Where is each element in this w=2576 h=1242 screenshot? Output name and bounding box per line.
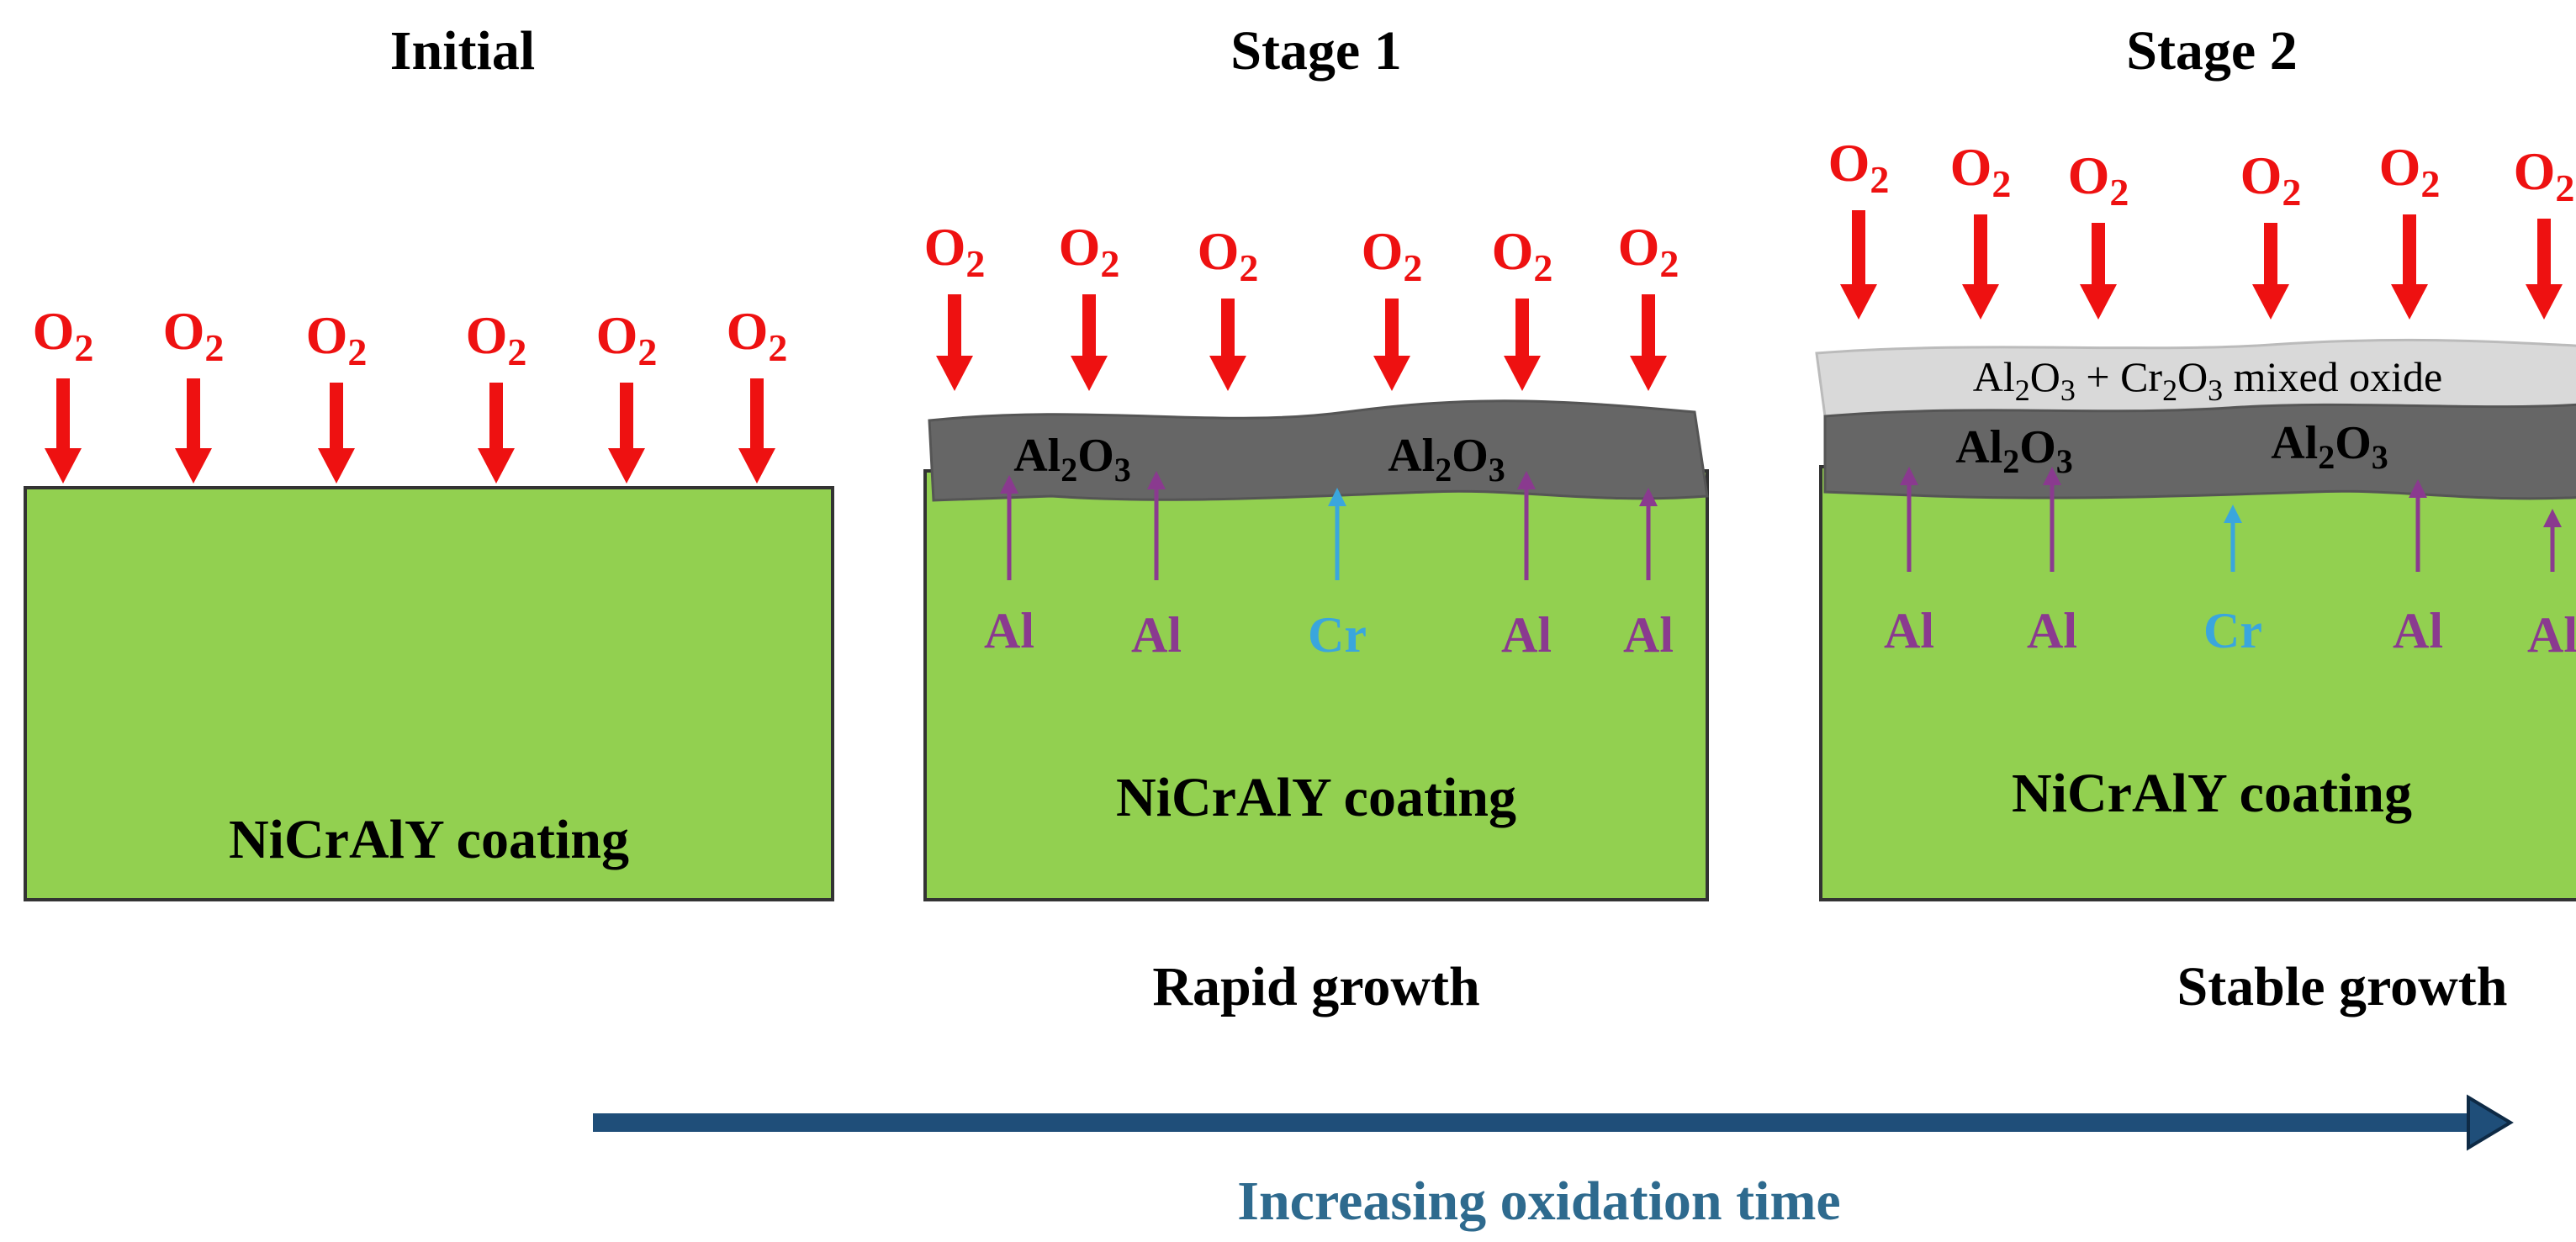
o2-label: O2 [1059, 217, 1120, 285]
o2-label: O2 [727, 301, 788, 369]
al2o3-label-stage1-right: Al2O3 [1388, 430, 1505, 489]
cr-diffusion-arrowhead [2224, 505, 2242, 523]
mixed-oxide-label: Al2O3 + Cr2O3 mixed oxide [1973, 353, 2442, 407]
o2-label: O2 [306, 305, 368, 373]
cr-element-label: Cr [1308, 607, 1367, 663]
al-diffusion-arrowhead [2043, 467, 2061, 485]
caption-rapid-growth: Rapid growth [1152, 956, 1479, 1017]
o2-down-arrow [608, 383, 645, 484]
o2-down-arrow [1373, 299, 1410, 391]
al-element-label: Al [2527, 607, 2576, 663]
o2-down-arrow [1504, 299, 1541, 391]
al-diffusion-arrowhead [2409, 479, 2427, 498]
time-axis-arrowhead [2467, 1094, 2514, 1151]
cr-element-label: Cr [2203, 603, 2262, 658]
al2o3-label-stage2-right: Al2O3 [2271, 417, 2388, 476]
o2-label: O2 [2379, 137, 2441, 205]
o2-down-arrow [936, 294, 973, 391]
o2-label: O2 [1618, 217, 1679, 285]
al-diffusion-arrowhead [1000, 475, 1018, 494]
caption-stable-growth: Stable growth [2177, 956, 2508, 1017]
title-initial: Initial [390, 20, 535, 82]
time-axis-label: Increasing oxidation time [1237, 1171, 1840, 1232]
o2-down-arrow [45, 378, 82, 484]
o2-label: O2 [2514, 141, 2575, 209]
o2-down-arrow [2391, 214, 2428, 320]
al-element-label: Al [984, 603, 1034, 658]
cr-diffusion-arrowhead [1328, 488, 1346, 506]
al2o3-layer-stage2 [1823, 403, 2576, 500]
o2-down-arrow [1840, 210, 1877, 320]
o2-down-arrow [478, 383, 515, 484]
o2-down-arrow [2252, 223, 2289, 320]
coating-label-stage1: NiCrAlY coating [1116, 767, 1516, 828]
o2-label: O2 [163, 301, 225, 369]
o2-label: O2 [1828, 133, 1890, 201]
diffusion-arrows: Al Al Cr Al Al Al Al Cr Al Al [984, 467, 2576, 663]
o2-down-arrow [1209, 299, 1246, 391]
o2-down-arrow [1630, 294, 1667, 391]
o2-label: O2 [2068, 145, 2129, 214]
o2-label: O2 [466, 305, 527, 373]
al-diffusion-arrowhead [1517, 471, 1536, 489]
o2-label: O2 [1950, 137, 2012, 205]
al-element-label: Al [1884, 603, 1934, 658]
al-diffusion-arrowhead [1900, 467, 1918, 485]
coating-block-stage1 [923, 469, 1709, 901]
o2-down-arrow [175, 378, 212, 484]
al-diffusion-arrowhead [2543, 509, 2562, 527]
o2-label: O2 [1362, 221, 1423, 289]
o2-label: O2 [596, 305, 658, 373]
o2-label: O2 [1492, 221, 1553, 289]
al-element-label: Al [2393, 603, 2443, 658]
o2-down-arrow [318, 383, 355, 484]
al2o3-layer-stage1 [928, 399, 1709, 502]
title-stage1: Stage 1 [1230, 20, 1401, 82]
o2-label: O2 [1198, 221, 1259, 289]
coating-label-stage2: NiCrAlY coating [2012, 763, 2412, 824]
o2-label: O2 [2240, 145, 2302, 214]
al-element-label: Al [1131, 607, 1182, 663]
title-stage2: Stage 2 [2126, 20, 2297, 82]
coating-label-initial: NiCrAlY coating [229, 809, 629, 870]
o2-label: O2 [33, 301, 94, 369]
o2-down-arrow [1071, 294, 1108, 391]
o2-down-arrow [738, 378, 775, 484]
al-element-label: Al [1623, 607, 1674, 663]
al-element-label: Al [1501, 607, 1552, 663]
coating-block-stage2 [1819, 465, 2576, 901]
o2-down-arrow [1962, 214, 1999, 320]
al2o3-label-stage1-left: Al2O3 [1013, 430, 1131, 489]
al-diffusion-arrowhead [1147, 471, 1166, 489]
al-element-label: Al [2027, 603, 2077, 658]
coating-block-initial [24, 486, 834, 901]
al-diffusion-arrowhead [1639, 488, 1658, 506]
o2-label: O2 [924, 217, 986, 285]
al2o3-label-stage2-left: Al2O3 [1955, 421, 2073, 480]
o2-down-arrow [2080, 223, 2117, 320]
o2-down-arrow [2526, 219, 2563, 320]
